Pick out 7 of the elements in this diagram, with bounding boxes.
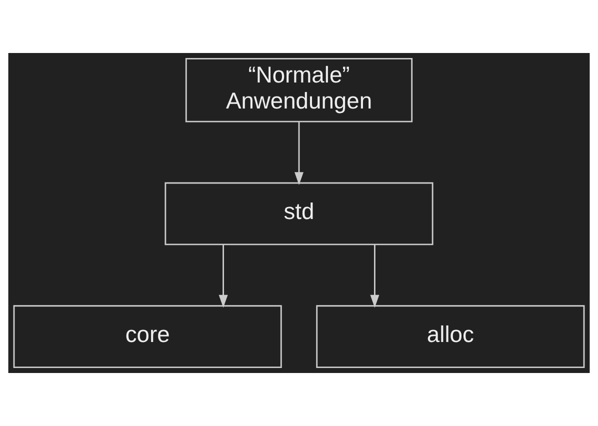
node-box: std <box>164 182 434 246</box>
node-box: alloc <box>316 305 585 368</box>
node-box: core <box>13 305 282 368</box>
arrow <box>370 244 380 308</box>
arrow <box>218 244 228 308</box>
node-box: “Normale” Anwendungen <box>185 58 413 122</box>
arrow <box>294 122 304 186</box>
